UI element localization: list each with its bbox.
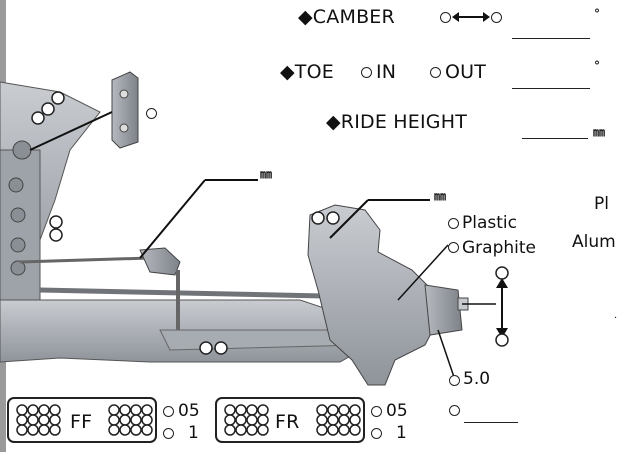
upper-link-unit: ㎜ — [434, 189, 447, 203]
ff-option-a-label: 05 — [178, 401, 200, 421]
toe-out-label: OUT — [445, 61, 487, 83]
fr-block-code: FR — [275, 411, 300, 433]
shim-block — [111, 71, 139, 149]
ride-height-unit: ㎜ — [593, 125, 606, 139]
steering-link-unit: ㎜ — [260, 167, 273, 181]
ff-block-code: FF — [70, 411, 93, 433]
toe-input[interactable] — [512, 88, 590, 89]
steering-link — [19, 256, 151, 264]
camber-input[interactable] — [512, 38, 590, 39]
camber-unit: ° — [594, 7, 600, 21]
fr-option-a-label: 05 — [386, 401, 408, 421]
camber-option-neg[interactable] — [440, 12, 451, 23]
hub-spacing-value: 5.0 — [463, 369, 491, 389]
toe-out-option[interactable] — [430, 67, 441, 78]
cut-label-pl: Pl — [594, 194, 609, 214]
graphite-option[interactable] — [448, 242, 459, 253]
ride-height-label: ◆RIDE HEIGHT — [326, 111, 468, 133]
shim-option[interactable] — [146, 108, 157, 119]
ff-option-b-label: 1 — [188, 423, 199, 443]
plastic-option[interactable] — [448, 218, 459, 229]
ff-option-a[interactable] — [163, 406, 174, 417]
fr-option-b-label: 1 — [396, 423, 407, 443]
edge-dot: . — [614, 310, 618, 321]
fr-option-a[interactable] — [371, 406, 382, 417]
plastic-label: Plastic — [462, 213, 517, 233]
hub-spacing-custom-input[interactable] — [464, 422, 518, 423]
graphite-label: Graphite — [462, 238, 536, 258]
camber-label: ◆CAMBER — [298, 6, 395, 28]
toe-unit: ° — [594, 59, 600, 73]
ff-block-illustration — [7, 397, 157, 443]
ff-option-b[interactable] — [163, 428, 174, 439]
hub-spacing-option[interactable] — [449, 375, 460, 386]
hub-carrier — [307, 204, 439, 386]
cut-label-alum: Alum — [572, 232, 616, 252]
fr-block-illustration — [215, 397, 365, 443]
toe-label: ◆TOE — [280, 61, 334, 83]
toe-in-option[interactable] — [361, 67, 372, 78]
ride-height-input[interactable] — [522, 138, 588, 139]
hub-spacing-custom-option[interactable] — [449, 405, 460, 416]
toe-in-label: IN — [376, 61, 397, 83]
camber-option-pos[interactable] — [491, 12, 502, 23]
fr-option-b[interactable] — [371, 428, 382, 439]
